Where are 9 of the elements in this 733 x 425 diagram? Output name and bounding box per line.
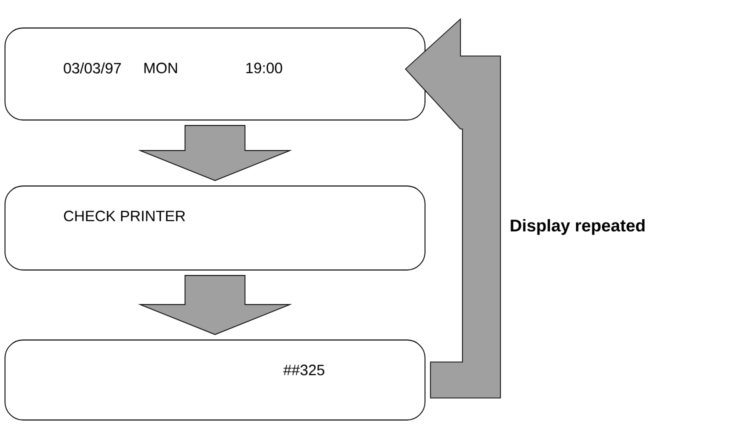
display-text: CHECK PRINTER — [64, 210, 185, 222]
fat-arrow — [138, 275, 292, 335]
edge-label: Display repeated — [510, 219, 645, 235]
fat-arrow — [404, 18, 501, 398]
display-text: ##325 — [283, 364, 324, 376]
display-text: 19:00 — [246, 62, 282, 74]
display-text: 03/03/97 — [64, 62, 121, 74]
fat-arrow — [138, 125, 292, 181]
display-text: MON — [144, 62, 177, 74]
